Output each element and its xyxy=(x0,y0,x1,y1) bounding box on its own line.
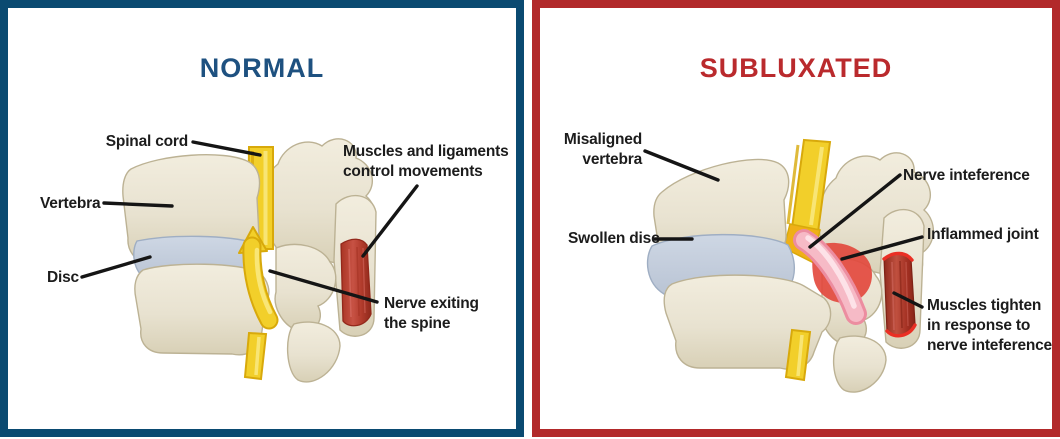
panel-title-normal: NORMAL xyxy=(199,53,325,83)
exiting-nerve-shape xyxy=(238,226,279,330)
lower-cord-shape xyxy=(784,328,812,382)
label-inflamed-joint: Inflammed joint xyxy=(927,226,1039,243)
leader-spinal-cord xyxy=(191,140,262,157)
label-nerve-exiting: Nerve exiting the spine xyxy=(384,295,479,332)
leader-muscles xyxy=(361,184,419,258)
leader-nerve-interference xyxy=(808,173,902,249)
subluxated-spine-illustration xyxy=(643,138,934,393)
label-swollen-disc: Swollen disc xyxy=(568,230,660,247)
label-disc: Disc xyxy=(47,269,79,286)
spinous-process-shape xyxy=(833,335,887,393)
panel-normal: NORMAL Spinal cord Vertebra Disc Muscles… xyxy=(0,0,524,439)
spinous-process-shape xyxy=(286,321,341,383)
lower-vertebra-shape xyxy=(663,274,832,370)
label-muscles-tighten: Muscles tighten in response to nerve int… xyxy=(927,297,1052,354)
leader-misaligned-vertebra xyxy=(643,149,720,182)
panel-subluxated: SUBLUXATED Misaligned vertebra Swollen d… xyxy=(532,0,1060,439)
label-muscles-ligaments: Muscles and ligaments control movements xyxy=(343,143,509,180)
label-vertebra: Vertebra xyxy=(40,195,101,212)
label-spinal-cord: Spinal cord xyxy=(105,133,188,150)
leader-inflamed-joint xyxy=(840,235,924,261)
leader-muscles-tighten xyxy=(892,291,924,309)
swollen-nerve-shape xyxy=(793,229,867,325)
label-misaligned-vertebra: Misaligned vertebra xyxy=(563,131,642,168)
panel-title-subluxated: SUBLUXATED xyxy=(699,53,893,83)
leader-vertebra xyxy=(102,201,174,208)
facet-joint-shape xyxy=(274,243,337,333)
leader-disc xyxy=(80,255,152,279)
muscle-shape xyxy=(340,238,372,327)
lower-cord-shape xyxy=(243,331,268,381)
leader-nerve-exiting xyxy=(268,269,379,304)
normal-spine-illustration xyxy=(80,138,419,383)
label-nerve-interference: Nerve inteference xyxy=(903,167,1030,184)
